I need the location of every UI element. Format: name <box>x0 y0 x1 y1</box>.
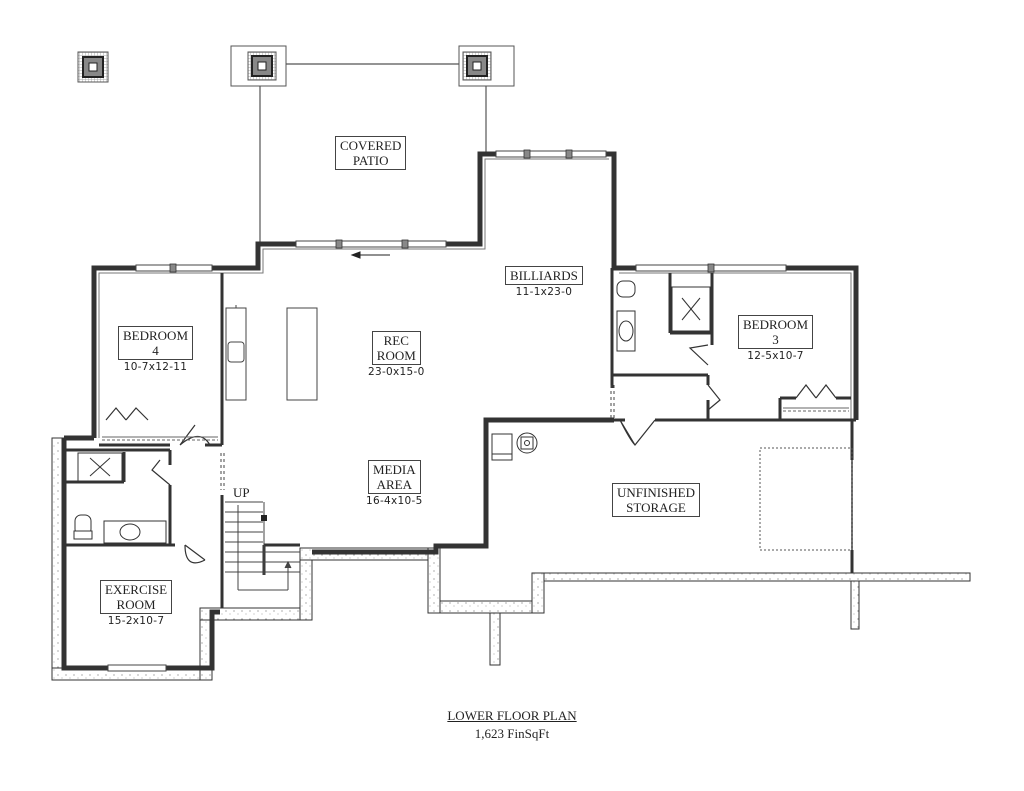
interior-walls <box>66 268 856 608</box>
rec-room-name-2: ROOM <box>376 348 416 363</box>
garage-door-outline <box>759 447 853 551</box>
closet-shelves <box>102 407 849 441</box>
exterior-wall-inner-lines <box>98 158 852 438</box>
unfinished-storage-name-2: STORAGE <box>626 500 686 515</box>
column-post-right <box>458 45 515 87</box>
exercise-room-dimensions: 15-2x10-7 <box>107 615 165 627</box>
mechanical-equipment <box>491 432 538 461</box>
doors <box>105 344 837 564</box>
rec-room-name-1: REC <box>383 333 409 348</box>
unfinished-storage-name-1: UNFINISHED <box>617 485 695 500</box>
bedroom-3-name-1: BEDROOM <box>743 317 809 332</box>
plan-square-footage: 1,623 FinSqFt <box>474 726 550 741</box>
media-area-name-1: MEDIA <box>372 462 416 477</box>
rec-room-dimensions: 23-0x15-0 <box>368 366 425 378</box>
billiards-dimensions: 11-1x23-0 <box>515 286 573 298</box>
column-post-left <box>77 51 109 83</box>
media-area-name-2: AREA <box>376 477 412 492</box>
covered-patio-name-2: PATIO <box>352 153 389 168</box>
column-post-center <box>230 45 287 87</box>
media-area-dimensions: 16-4x10-5 <box>366 495 423 507</box>
stair-post <box>261 515 267 521</box>
patio-beams <box>259 63 487 244</box>
plan-caption: LOWER FLOOR PLAN 1,623 FinSqFt <box>0 708 1024 742</box>
bathroom-fixtures <box>73 280 711 544</box>
bedroom-3-dimensions: 12-5x10-7 <box>747 350 804 362</box>
bedroom-4-name-2: 4 <box>152 343 159 358</box>
stair-up-label: UP <box>233 485 250 500</box>
plan-title: LOWER FLOOR PLAN <box>447 708 577 723</box>
wet-bar <box>225 307 318 401</box>
exercise-room-name-2: ROOM <box>116 597 156 612</box>
bedroom-4-dimensions: 10-7x12-11 <box>123 361 188 373</box>
bedroom-3-name-2: 3 <box>772 332 779 347</box>
room-label-billiards: BILLIARDS 11-1x23-0 <box>505 266 583 298</box>
covered-patio-name-1: COVERED <box>340 138 402 153</box>
stairs <box>225 501 300 591</box>
billiards-name: BILLIARDS <box>510 268 578 283</box>
foundation-walls <box>51 437 971 681</box>
window-mullions <box>169 149 715 273</box>
sliding-door-arrow <box>350 251 390 259</box>
exterior-walls <box>61 151 859 671</box>
exercise-room-name-1: EXERCISE <box>105 582 168 597</box>
bedroom-4-name-1: BEDROOM <box>123 328 189 343</box>
windows <box>107 150 787 672</box>
